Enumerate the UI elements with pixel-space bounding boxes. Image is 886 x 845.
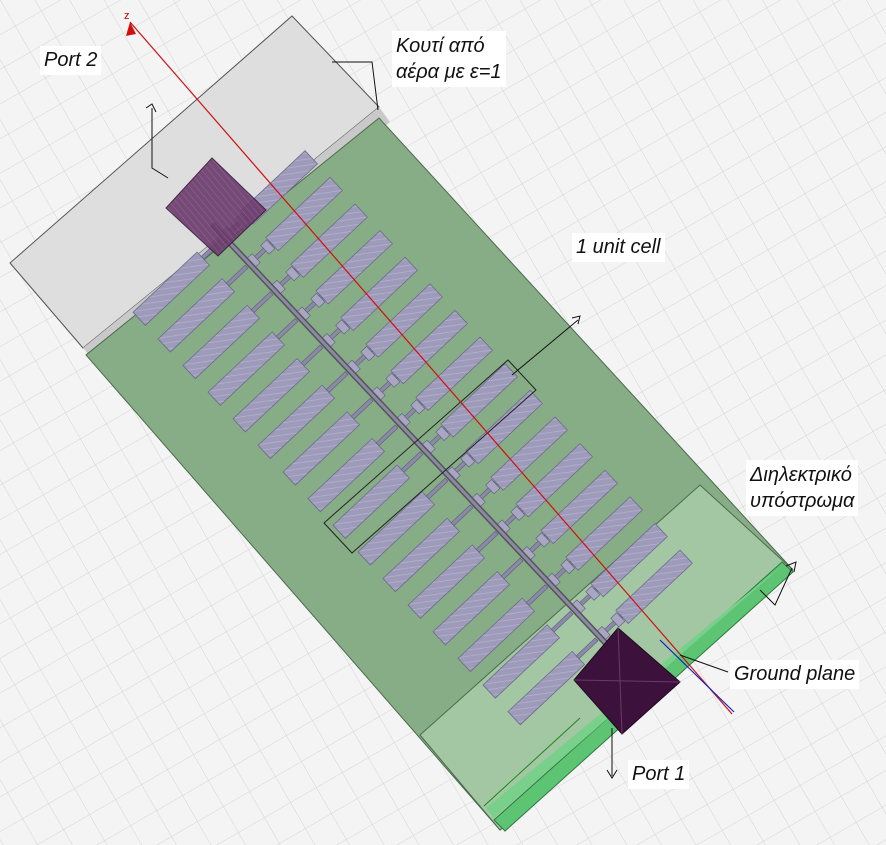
- substrate-label-line2: υπόστρωμα: [750, 490, 855, 512]
- port2-label: Port 2: [40, 46, 102, 75]
- substrate-arrow: [785, 561, 797, 573]
- unit-cell-stub: [525, 584, 549, 606]
- unit-cell-pad: [535, 532, 551, 548]
- unit-cell-pad: [610, 612, 626, 628]
- unit-cell-pad: [260, 239, 276, 255]
- port2-leader: [151, 108, 169, 179]
- z-axis: [129, 21, 733, 715]
- unit-cell-stub: [375, 424, 399, 447]
- unit-cell-pad: [285, 266, 301, 282]
- unit-cell-leader: [511, 319, 579, 376]
- unit-cell-pad: [410, 399, 426, 415]
- unit-cell-stub: [400, 451, 424, 473]
- x-axis: [483, 717, 581, 807]
- port-1-diagonal-2: [573, 679, 681, 683]
- port-2: [165, 157, 267, 257]
- port1-arrow: [606, 769, 618, 779]
- unit-cell-pad: [435, 425, 451, 442]
- unit-cell-stub: [425, 477, 449, 500]
- y-axis: [659, 639, 735, 713]
- air-box-label-line1: Κουτί από: [396, 35, 485, 57]
- z-axis-arrow: [126, 22, 136, 36]
- port1-label: Port 1: [628, 760, 690, 789]
- unit-cell-pad: [510, 505, 526, 521]
- ground-plane-leader: [679, 654, 729, 673]
- unit-cell-stub: [300, 344, 324, 367]
- air-box-label-line2: αέρα με ε=1: [396, 61, 502, 83]
- transmission-line-inner: [210, 222, 614, 652]
- unit-cell-pad: [385, 372, 401, 388]
- substrate-label: Διηλεκτρικό υπόστρωμα: [746, 460, 859, 516]
- port2-arrow: [145, 103, 157, 113]
- unit-cell-pad: [485, 479, 501, 495]
- unit-cell-pad: [310, 292, 326, 308]
- unit-cell-label: 1 unit cell: [572, 233, 665, 262]
- unit-cell-stub: [350, 397, 374, 420]
- unit-cell-pad: [335, 319, 351, 335]
- z-axis-label: z: [124, 10, 130, 22]
- unit-cell-pad: [560, 559, 576, 575]
- unit-cell-stub: [325, 371, 349, 393]
- unit-cell-stub: [500, 557, 524, 580]
- air-box-label: Κουτί από αέρα με ε=1: [392, 31, 506, 87]
- unit-cell-stub: [450, 504, 474, 526]
- unit-cell-pad: [460, 452, 476, 468]
- unit-cell-stub: [475, 531, 499, 553]
- unit-cell-stub: [225, 264, 249, 287]
- unit-cell-pad: [585, 585, 601, 601]
- unit-cell-pad: [360, 346, 376, 362]
- unit-cell-stub: [575, 637, 599, 660]
- air-box-leader: [332, 61, 379, 111]
- unit-cell-stub: [275, 318, 299, 340]
- unit-cell-outline: [323, 359, 537, 554]
- substrate-leader: [759, 567, 793, 606]
- unit-cell-stub: [250, 291, 274, 313]
- substrate-label-line1: Διηλεκτρικό: [750, 464, 852, 486]
- unit-cell-arrow: [571, 315, 581, 325]
- ground-plane-label: Ground plane: [730, 660, 860, 689]
- unit-cell-stub: [550, 610, 574, 633]
